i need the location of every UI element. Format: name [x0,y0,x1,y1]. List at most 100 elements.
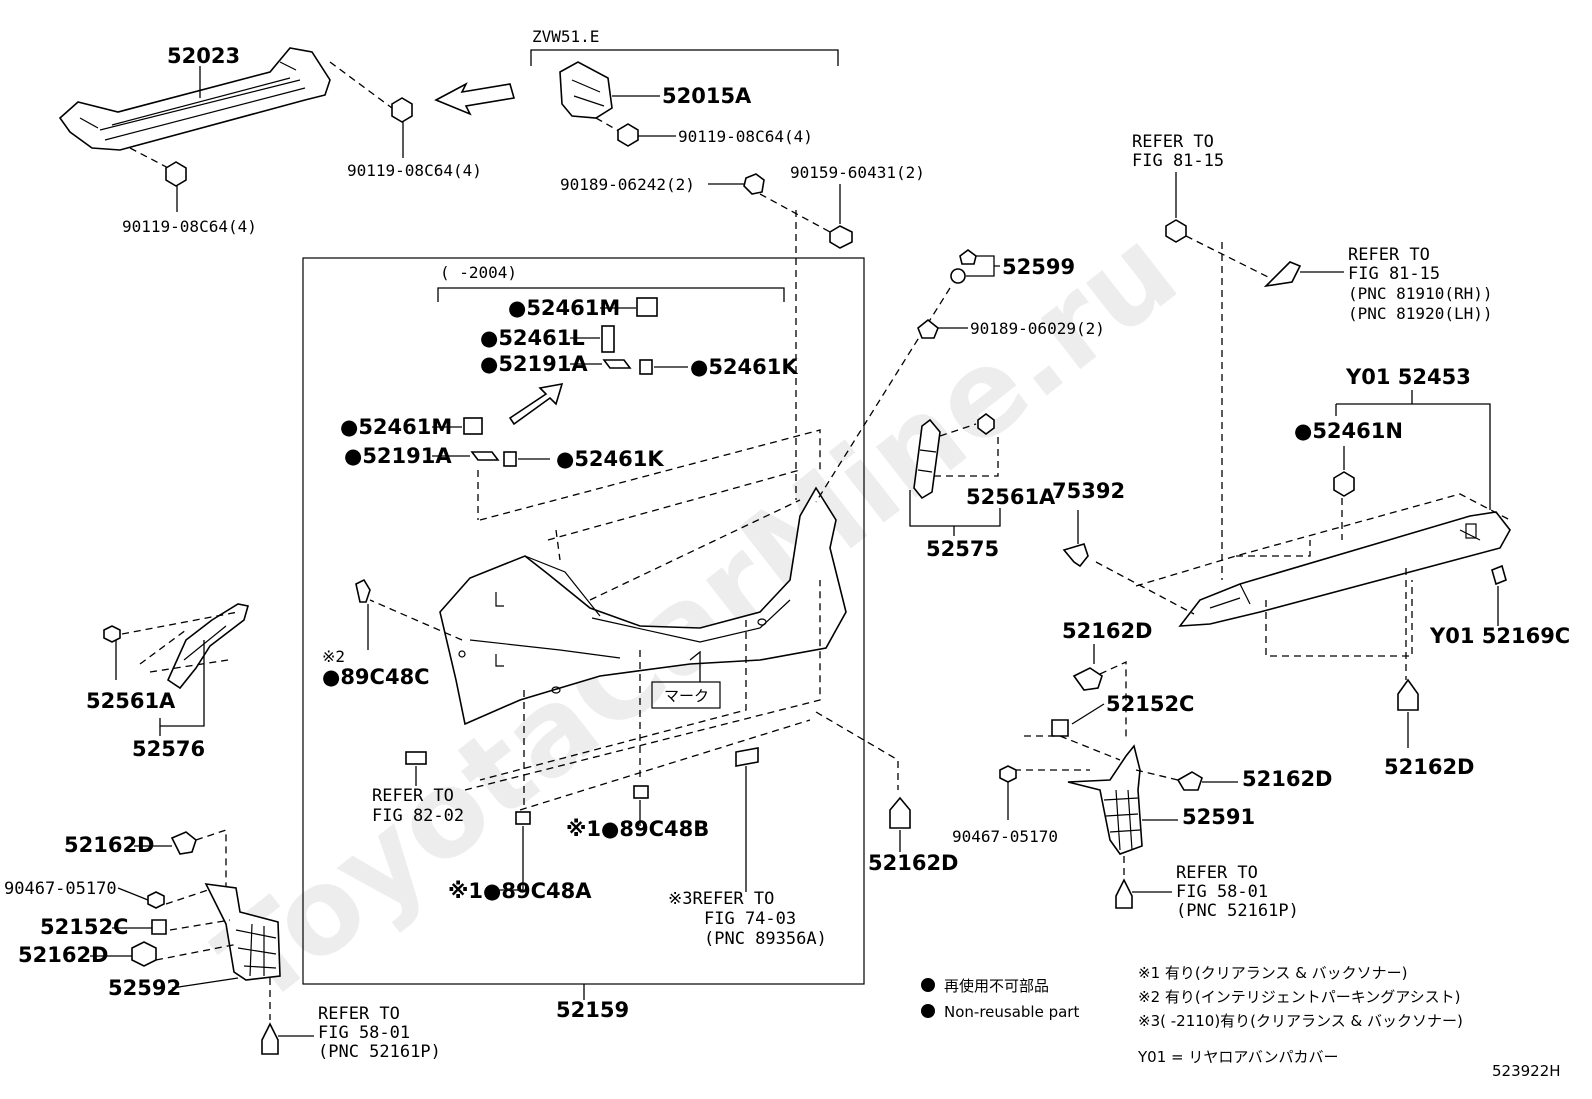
variant-bracket [530,49,839,66]
clip-52162D-e [1176,771,1203,791]
label-52162D-e: 52162D [1242,767,1333,791]
clip-75392 [1062,543,1089,568]
label-52023: 52023 [167,44,240,68]
sensor-89C48C [355,578,371,603]
label-90189-06242: 90189-06242(2) [560,175,695,194]
label-Y01-52169C: Y01 52169C [1429,624,1570,648]
clip-90467-a [147,891,165,909]
note-2: ※2 有り(インテリジェントパーキングアシスト) [1138,988,1461,1006]
ref-7403-l2: FIG 74-03 [704,909,796,929]
label-52461K-b: ●52461K [556,447,664,471]
seal-52169C [1491,564,1507,586]
reinforcement-52023 [58,47,331,151]
sensor-89C48A [515,811,531,825]
ref-7403-l3: (PNC 89356A) [704,929,827,949]
label-52599: 52599 [1002,255,1075,279]
bolt-52561A-l [103,625,121,643]
label-52561A-l: 52561A [86,689,176,713]
label-bolt-right: 90119-08C64(4) [347,161,482,180]
inner-arrow [508,382,564,426]
bolt-top [617,123,639,147]
clip-fig8202 [405,751,427,765]
bracket-52575 [913,418,941,500]
label-90159-60431: 90159-60431(2) [790,163,925,182]
ref-7403-l1: ※3REFER TO [668,889,774,909]
label-52461K-a: ●52461K [690,355,798,379]
cap-52461N [1333,471,1355,497]
label-90467-a: 90467-05170 [4,879,117,899]
mark-2: ※2 [322,647,345,666]
clip-52162D-b [131,941,157,967]
label-52159: 52159 [556,998,629,1022]
direction-arrow [434,82,516,116]
legend-reuse-en: Non-reusable part [944,1003,1079,1021]
label-52591: 52591 [1182,805,1255,829]
bolt-52561A-r [977,413,995,435]
ref-5801r-1: REFER TO [1176,863,1258,883]
marker-label: マーク [664,687,709,705]
label-90189-06029: 90189-06029(2) [970,319,1105,338]
reflector-fig8115 [1263,261,1302,288]
mudguard-52591 [1067,744,1143,855]
clip-52162D-f [1397,678,1419,711]
ref-8115b-4: (PNC 81920(LH)) [1348,304,1493,323]
clip-52162D-c [889,796,911,829]
ref-5801r-3: (PNC 52161P) [1176,901,1299,921]
year-bracket [437,287,785,302]
variant-label: ZVW51.E [532,27,599,46]
clip-52599-b [950,268,966,284]
note-3: ※3( -2110)有り(クリアランス & バックソナー) [1138,1012,1463,1030]
year-range: ( -2004) [440,263,517,282]
bolt-left [165,161,187,187]
ref-8202-l2: FIG 82-02 [372,806,464,826]
clip-52152C-b [1051,719,1069,737]
ref-5801l-2: FIG 58-01 [318,1023,410,1043]
ref-8115a-2: FIG 81-15 [1132,151,1224,171]
label-52561A-r: 52561A [966,485,1056,509]
clip-52162D-a [170,831,197,855]
ref-8115b-1: REFER TO [1348,245,1430,265]
ref-8202-l1: REFER TO [372,786,454,806]
label-52162D-c: 52162D [868,851,959,875]
label-90467-b: 90467-05170 [952,827,1058,846]
ref-5801l-1: REFER TO [318,1004,400,1024]
ref-5801l-3: (PNC 52161P) [318,1042,441,1062]
clip-90467-b [999,765,1017,783]
label-89C48C: ●89C48C [322,665,430,689]
label-52576: 52576 [132,737,205,761]
label-52461L: ●52461L [480,326,585,350]
bumper-cover-52159 [439,486,847,726]
label-bolt-top: 90119-08C64(4) [678,127,813,146]
clip-fig5801-l [261,1022,279,1055]
label-75392: 75392 [1052,479,1125,503]
ref-5801r-2: FIG 58-01 [1176,882,1268,902]
bolt-right [391,97,413,123]
ref-8115b-3: (PNC 81910(RH)) [1348,284,1493,303]
clip-fig8115 [1165,219,1187,243]
mudguard-52592 [204,883,281,981]
lower-cover-52453 [1178,511,1511,627]
label-bolt-left: 90119-08C64(4) [122,217,257,236]
label-52461N: ●52461N [1294,419,1403,443]
label-52152C-a: 52152C [40,915,128,939]
label-Y01-52453: Y01 52453 [1345,365,1471,389]
ref-8115b-2: FIG 81-15 [1348,264,1440,284]
label-52152C-b: 52152C [1106,692,1194,716]
legend-reuse-jp: 再使用不可部品 [944,977,1049,995]
sensor-89C48B [633,785,649,799]
label-52575: 52575 [926,537,999,561]
label-52162D-d: 52162D [1062,619,1153,643]
clip-52162D-d [1072,667,1103,691]
diagram-code: 523922H [1492,1062,1561,1080]
label-89C48A: ※1●89C48A [448,879,592,903]
label-89C48B: ※1●89C48B [566,817,709,841]
clip-52152C-a [151,919,167,935]
ref-8115a-1: REFER TO [1132,132,1214,152]
bracket-52576 [166,603,250,690]
screw-90159-60431 [829,225,853,249]
bracket-52015A [559,61,613,119]
legend-dot-1 [921,978,935,992]
clip-fig5801-r [1115,878,1133,909]
